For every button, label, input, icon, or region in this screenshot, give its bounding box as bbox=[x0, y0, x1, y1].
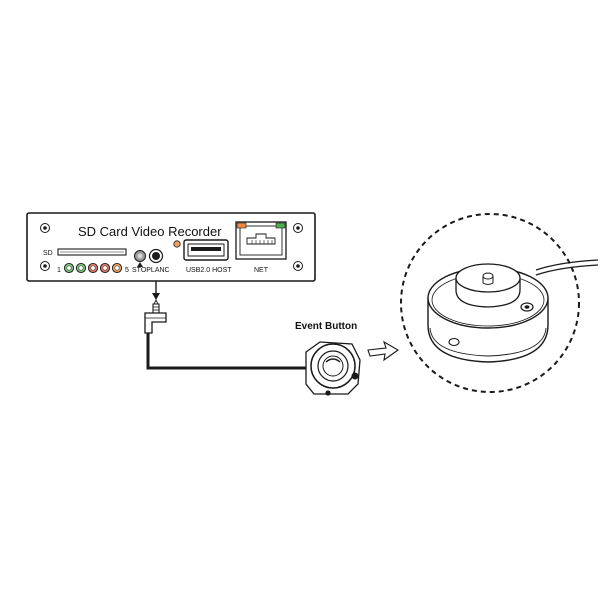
angled-plug bbox=[144, 298, 167, 334]
sd-label: SD bbox=[43, 250, 53, 257]
led-last-label: 5 bbox=[125, 267, 129, 274]
net-link-led-icon bbox=[275, 222, 286, 229]
led-indicator bbox=[99, 262, 111, 274]
net-activity-led-icon bbox=[236, 222, 247, 229]
corner-screw bbox=[40, 223, 50, 233]
event-button-device[interactable] bbox=[305, 341, 361, 396]
stop-lanc-label: STOPLANC bbox=[132, 267, 170, 274]
led-first-label: 1 bbox=[57, 267, 61, 274]
net-label: NET bbox=[254, 267, 269, 274]
connection-arrow bbox=[152, 281, 160, 300]
stop-button[interactable] bbox=[134, 250, 146, 262]
cable bbox=[146, 333, 306, 370]
recorder-panel: SD Card Video Recorder SD 1 5 bbox=[26, 212, 316, 282]
lanc-jack[interactable] bbox=[148, 248, 164, 264]
led-indicator bbox=[111, 262, 123, 274]
led-indicator bbox=[75, 262, 87, 274]
zoom-circle bbox=[400, 213, 580, 393]
corner-screw bbox=[293, 223, 303, 233]
led-indicator bbox=[63, 262, 75, 274]
status-led-icon bbox=[173, 240, 181, 248]
led-indicator bbox=[87, 262, 99, 274]
stop-pointer-triangle-icon bbox=[137, 262, 143, 267]
event-button-label: Event Button bbox=[295, 321, 357, 332]
zoom-arrow-icon bbox=[367, 340, 400, 362]
recorder-title: SD Card Video Recorder bbox=[78, 224, 222, 239]
corner-screw bbox=[293, 261, 303, 271]
usb-port[interactable] bbox=[183, 239, 229, 261]
event-button-enlarged bbox=[427, 259, 599, 363]
corner-screw bbox=[40, 261, 50, 271]
usb-label: USB2.0 HOST bbox=[186, 267, 232, 274]
